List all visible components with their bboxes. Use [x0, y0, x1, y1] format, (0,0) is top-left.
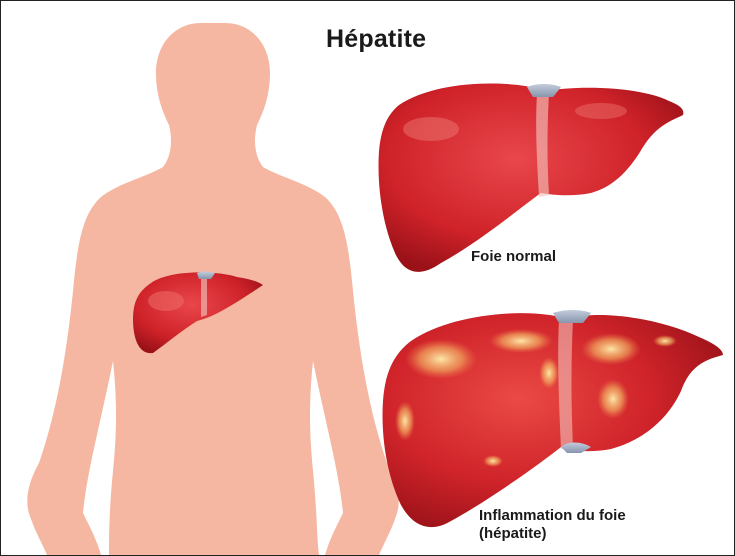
normal-liver [379, 83, 684, 271]
inflamed-liver [383, 310, 723, 527]
page-title: Hépatite [326, 25, 426, 54]
normal-liver-label: Foie normal [471, 248, 556, 266]
inflamed-liver-label-line1: Inflammation du foie [479, 507, 626, 525]
inflamed-liver-label-line2: (hépatite) [479, 525, 626, 543]
inflamed-liver-label: Inflammation du foie (hépatite) [479, 507, 626, 543]
